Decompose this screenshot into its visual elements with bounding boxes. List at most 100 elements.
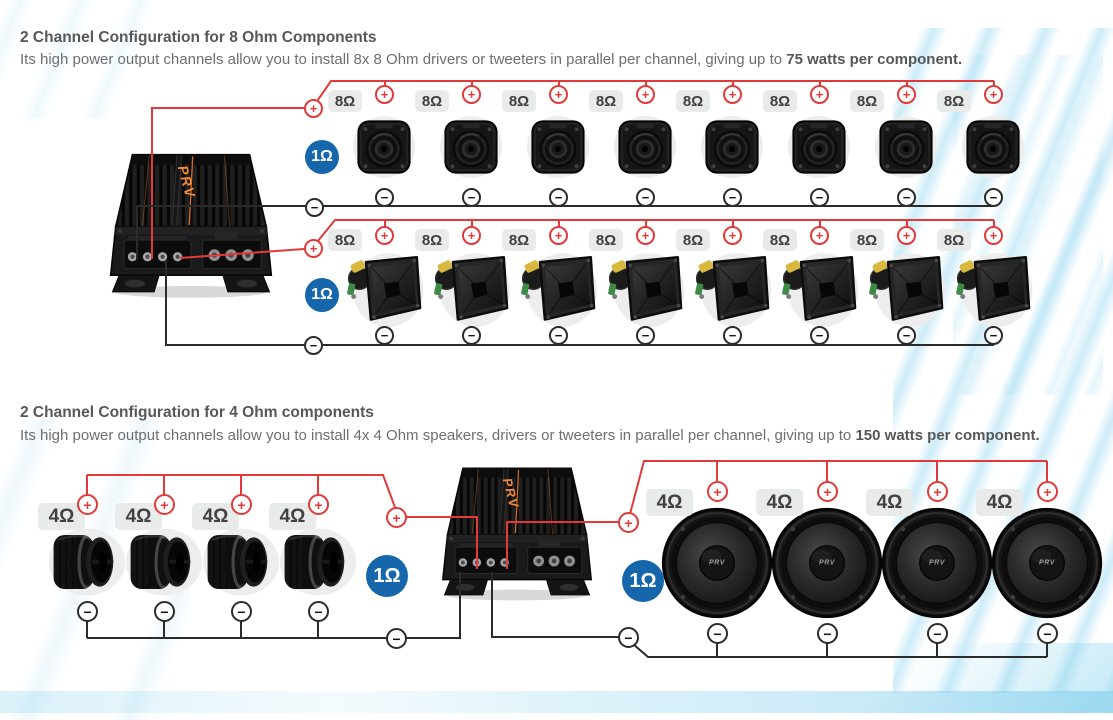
impedance-label: 8Ω	[850, 90, 884, 112]
horn-unit: 8Ω + −	[850, 220, 950, 355]
positive-bus	[312, 80, 994, 108]
positive-wire	[506, 521, 628, 569]
tweeter-unit: 8Ω + −	[937, 81, 1037, 221]
plus-terminal: +	[723, 85, 742, 104]
tweeter-unit: 8Ω + −	[328, 81, 428, 221]
horn-unit: 8Ω + −	[676, 220, 776, 355]
plus-terminal: +	[723, 226, 742, 245]
plus-terminal: +	[810, 85, 829, 104]
minus-terminal: −	[77, 601, 98, 622]
plus-terminal: +	[549, 85, 568, 104]
minus-terminal: −	[927, 623, 948, 644]
midrange-group: 4Ω + PRV − 4Ω + PRV − 4Ω + PRV − 4Ω + PR…	[646, 460, 1103, 670]
impedance-label: 8Ω	[415, 229, 449, 251]
bridge-load-badge: 1Ω	[366, 555, 408, 597]
driver-unit: 4Ω + −	[269, 475, 358, 650]
minus-terminal: −	[231, 601, 252, 622]
plus-terminal: +	[897, 85, 916, 104]
horn-unit: 8Ω + −	[328, 220, 428, 355]
amp2-ch2-positive-terminal: +	[618, 512, 639, 533]
amp1-ch1-positive-terminal: +	[304, 99, 323, 118]
speaker-brand-logo: PRV	[819, 559, 835, 567]
amp2-ch2-negative-terminal: −	[618, 627, 639, 648]
plus-terminal: +	[636, 226, 655, 245]
horn-driver-image	[606, 251, 686, 329]
plus-terminal: +	[77, 494, 98, 515]
minus-terminal: −	[817, 623, 838, 644]
speaker-brand-logo: PRV	[1039, 559, 1055, 567]
minus-terminal: −	[636, 188, 655, 207]
driver-unit: 4Ω + −	[192, 475, 281, 650]
cylinder-driver-image	[47, 527, 127, 597]
impedance-label: 8Ω	[676, 229, 710, 251]
tweeter-unit: 8Ω + −	[589, 81, 689, 221]
plus-terminal: +	[375, 226, 394, 245]
minus-terminal: −	[308, 601, 329, 622]
plus-terminal: +	[897, 226, 916, 245]
minus-terminal: −	[1037, 623, 1058, 644]
impedance-label: 8Ω	[589, 90, 623, 112]
minus-terminal: −	[549, 326, 568, 345]
minus-terminal: −	[723, 326, 742, 345]
bridge-load-badge: 1Ω	[622, 560, 664, 602]
minus-terminal: −	[375, 188, 394, 207]
plus-terminal: +	[462, 226, 481, 245]
horn-driver-image	[432, 251, 512, 329]
impedance-label: 4Ω	[646, 489, 693, 516]
positive-drops	[86, 475, 319, 496]
amp2-ch1-negative-terminal: −	[386, 628, 407, 649]
horn-driver-image	[693, 251, 773, 329]
driver-unit: 4Ω + −	[38, 475, 127, 650]
tweeter-row: 8Ω + − 8Ω + − 8Ω + − 8Ω + − 8Ω + − 8Ω + …	[328, 81, 1037, 221]
positive-drops	[716, 461, 1048, 484]
impedance-label: 8Ω	[850, 229, 884, 251]
impedance-label: 4Ω	[756, 489, 803, 516]
impedance-label: 8Ω	[937, 90, 971, 112]
driver-group: 4Ω + − 4Ω + − 4Ω + − 4Ω + −	[38, 475, 358, 650]
negative-bus	[165, 260, 994, 346]
horn-unit: 8Ω + −	[589, 220, 689, 355]
bullet-tweeter-image	[960, 114, 1026, 180]
plus-terminal: +	[984, 85, 1003, 104]
impedance-label: 4Ω	[866, 489, 913, 516]
amp1-ch2-negative-terminal: −	[304, 336, 323, 355]
impedance-label: 8Ω	[589, 229, 623, 251]
bullet-tweeter-image	[351, 114, 417, 180]
cylinder-driver-image	[124, 527, 204, 597]
cylinder-driver-image	[201, 527, 281, 597]
minus-terminal: −	[375, 326, 394, 345]
plus-terminal: +	[308, 494, 329, 515]
plus-terminal: +	[817, 481, 838, 502]
negative-bus	[632, 643, 1047, 658]
minus-terminal: −	[636, 326, 655, 345]
minus-terminal: −	[723, 188, 742, 207]
midrange-unit: 4Ω + PRV −	[756, 460, 883, 670]
impedance-label: 8Ω	[763, 90, 797, 112]
positive-bus	[629, 460, 1047, 515]
tweeter-unit: 8Ω + −	[763, 81, 863, 221]
plus-terminal: +	[810, 226, 829, 245]
bullet-tweeter-image	[786, 114, 852, 180]
minus-terminal: −	[897, 188, 916, 207]
horn-row: 8Ω + − 8Ω + − 8Ω + − 8Ω + − 8Ω + − 8Ω + …	[328, 220, 1037, 355]
bridge-load-badge: 1Ω	[305, 278, 339, 312]
minus-terminal: −	[549, 188, 568, 207]
horn-driver-image	[867, 251, 947, 329]
bullet-tweeter-image	[873, 114, 939, 180]
plus-terminal: +	[707, 481, 728, 502]
impedance-label: 8Ω	[763, 229, 797, 251]
positive-drops	[384, 220, 995, 230]
section2-description-bold: 150 watts per component.	[855, 427, 1040, 444]
plus-terminal: +	[462, 85, 481, 104]
midrange-unit: 4Ω + PRV −	[976, 460, 1103, 670]
plus-terminal: +	[636, 85, 655, 104]
section1-description-text: Its high power output channels allow you…	[20, 51, 787, 68]
horn-unit: 8Ω + −	[502, 220, 602, 355]
minus-terminal: −	[897, 326, 916, 345]
driver-unit: 4Ω + −	[115, 475, 204, 650]
amp1-ch1-negative-terminal: −	[305, 198, 324, 217]
midrange-unit: 4Ω + PRV −	[646, 460, 773, 670]
minus-terminal: −	[154, 601, 175, 622]
bullet-tweeter-image	[699, 114, 765, 180]
plus-terminal: +	[231, 494, 252, 515]
